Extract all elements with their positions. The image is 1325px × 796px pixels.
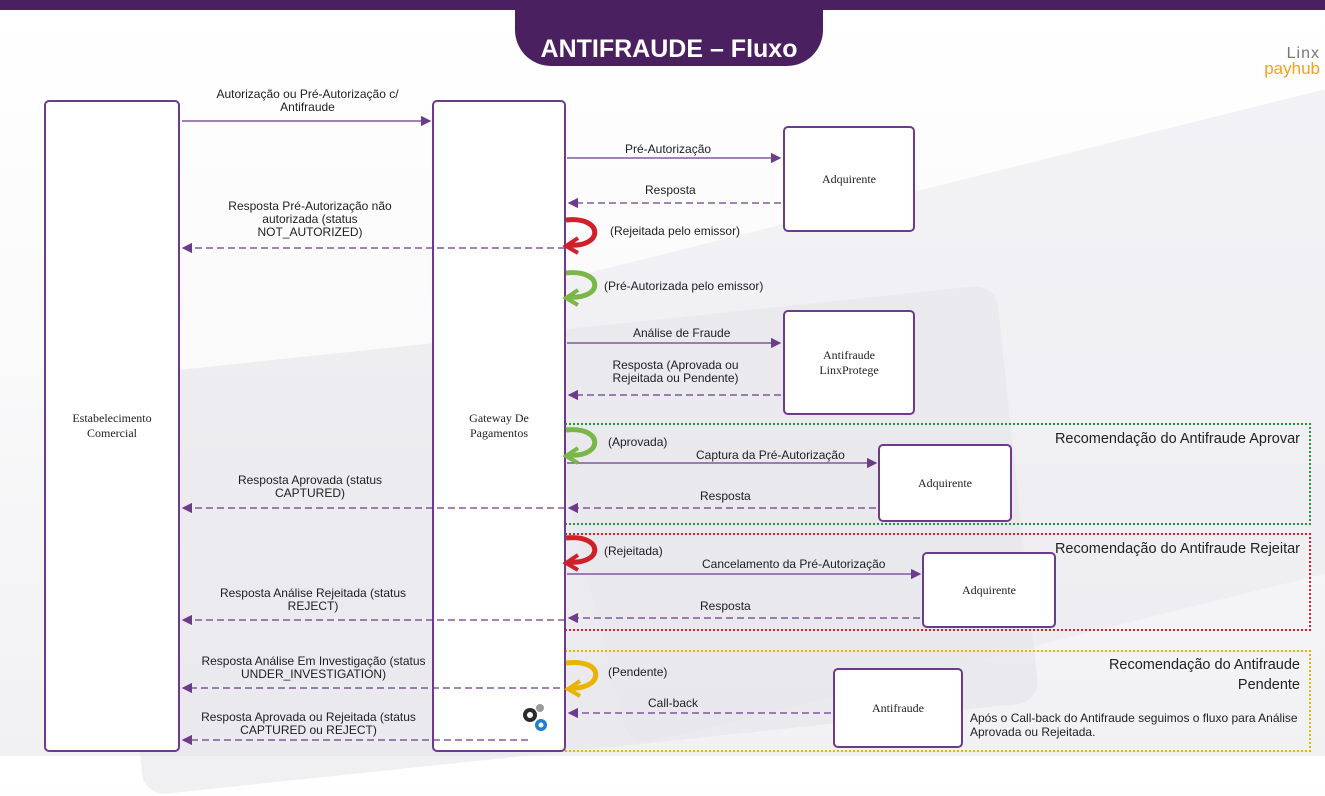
pre-auth-response-label: Resposta [645,183,696,197]
acquirer-2-label: Adquirente [918,475,972,490]
page-title: ANTIFRAUDE – Fluxo [540,35,798,63]
capture-label: Captura da Pré-Autorização [696,448,845,462]
merchant-lifeline-box: Estabelecimento Comercial [44,100,180,752]
antifraud-linxprotege-box: Antifraude LinxProtege [783,310,915,415]
acquirer-3-label: Adquirente [962,582,1016,597]
rejected-label: (Rejeitada) [604,544,663,558]
callback-label: Call-back [648,696,699,710]
investigation-response-label: Resposta Análise Em Investigação (status… [201,654,426,681]
title-tab [515,0,823,66]
loop-arrow-pre-authorized [562,270,598,307]
pending-label: (Pendente) [608,665,668,679]
pre-auth-label: Pré-Autorização [625,142,712,156]
fraud-analysis-label: Análise de Fraude [633,326,731,340]
antifraud-1-label: Antifraude LinxProtege [819,347,879,377]
logo-line-1: Linx [1286,45,1320,62]
recommendation-pending: Recomendação do Antifraude Pendente [1108,657,1300,693]
loop-arrow-rejected-issuer [562,217,598,255]
recommendation-approve: Recomendação do Antifraude Aprovar [1054,431,1300,447]
gateway-lifeline-box: Gateway De Pagamentos [432,100,566,752]
pre-authorized-by-issuer-label: (Pré-Autorizada pelo emissor) [604,279,764,293]
auth-request-label: Autorização ou Pré-Autorização c/ Antifr… [216,87,399,114]
acquirer-box-1: Adquirente [783,126,915,232]
linx-payhub-logo: Linx payhub [1240,45,1320,78]
antifraud-box-2: Antifraude [833,668,963,748]
recommendation-reject: Recomendação do Antifraude Rejeitar [1054,541,1300,557]
logo-line-2: payhub [1264,59,1320,78]
cancel-label: Cancelamento da Pré-Autorização [702,557,886,571]
flow-arrows [181,115,922,746]
capture-response-label: Resposta [700,489,751,503]
acquirer-box-2: Adquirente [878,444,1012,522]
pending-note: Após o Call-back do Antifraude seguimos … [970,711,1298,739]
approved-label: (Aprovada) [608,435,668,449]
fraud-response-label: Resposta (Aprovada ou Rejeitada ou Pende… [612,358,739,385]
cancel-response-label: Resposta [700,599,751,613]
loop-arrow-approved [562,427,598,465]
merchant-label: Estabelecimento Comercial [72,411,152,440]
loop-arrow-rejected [562,535,598,572]
antifraud-2-label: Antifraude [872,700,924,715]
rejected-response-label: Resposta Análise Rejeitada (status REJEC… [219,586,407,613]
acquirer-box-3: Adquirente [922,552,1056,628]
loop-arrow-pending [564,660,599,698]
acquirer-1-label: Adquirente [822,171,876,186]
gears-icon [523,704,547,731]
rejected-by-issuer-label: (Rejeitada pelo emissor) [610,224,741,238]
not-authorized-response-label: Resposta Pré-Autorização não autorizada … [228,199,392,239]
final-response-label: Resposta Aprovada ou Rejeitada (status C… [201,710,416,737]
approved-response-label: Resposta Aprovada (status CAPTURED) [237,473,383,500]
gateway-label: Gateway De Pagamentos [469,411,529,440]
